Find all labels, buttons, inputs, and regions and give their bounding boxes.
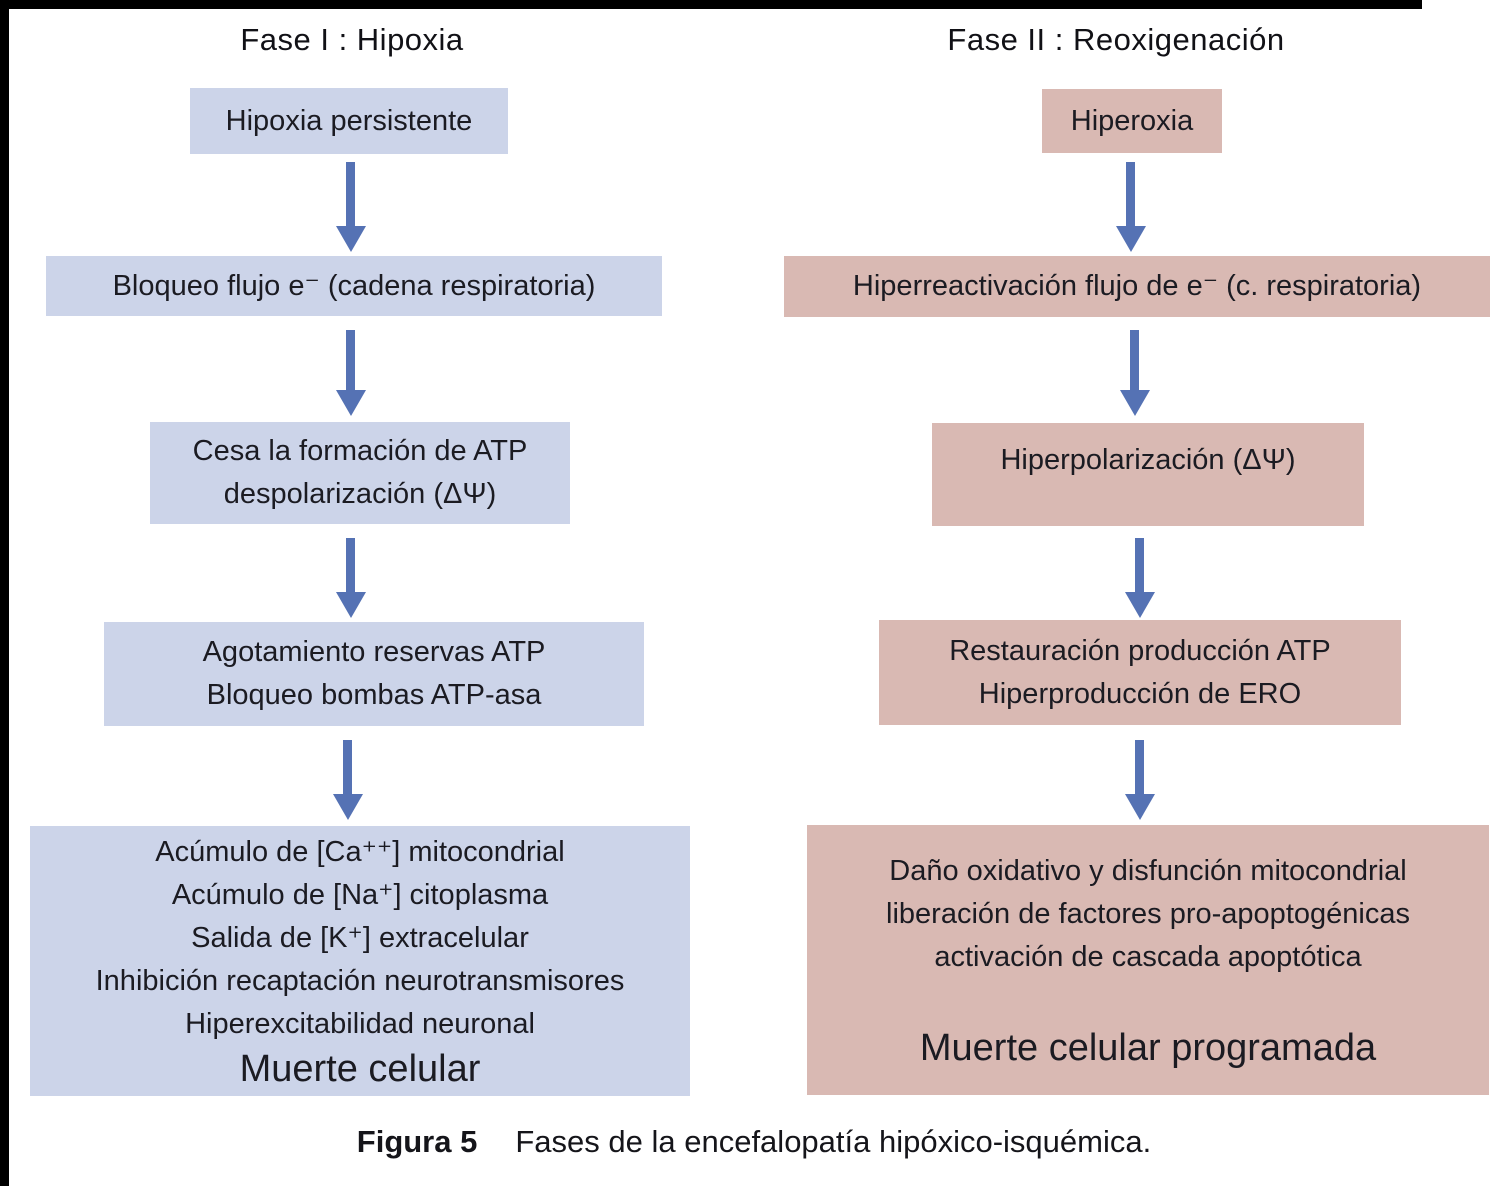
box-text-line: Hiperproducción de ERO xyxy=(978,677,1302,710)
box-text-line: Bloqueo bombas ATP-asa xyxy=(206,679,542,711)
flow-box-restauracion-atp: Restauración producción ATP Hiperproducc… xyxy=(879,620,1401,725)
box-text-line: Agotamiento reservas ATP xyxy=(202,636,546,668)
down-arrow xyxy=(343,740,352,794)
flow-box-hiperoxia: Hiperoxia xyxy=(1042,89,1222,153)
down-arrow xyxy=(1126,162,1135,226)
down-arrow xyxy=(346,538,355,592)
down-arrow xyxy=(1130,330,1139,390)
figure-border-left xyxy=(0,0,9,1186)
box-text-line: Inhibición recaptación neurotransmisores xyxy=(95,964,625,997)
box-text-line: Daño oxidativo y disfunción mitocondrial xyxy=(889,854,1407,887)
box-text-line: Hiperpolarización (ΔΨ) xyxy=(1000,444,1296,476)
flow-box-muerte-celular: Acúmulo de [Ca⁺⁺] mitocondrial Acúmulo d… xyxy=(30,826,690,1096)
figure-caption: Figura 5 Fases de la encefalopatía hipóx… xyxy=(0,1124,1508,1160)
flow-box-agotamiento-reservas: Agotamiento reservas ATP Bloqueo bombas … xyxy=(104,622,644,726)
flow-box-hiperpolarizacion: Hiperpolarización (ΔΨ) xyxy=(932,423,1364,526)
phase2-title: Fase II : Reoxigenación xyxy=(947,22,1285,57)
down-arrow xyxy=(1135,740,1144,794)
box-text-line: Cesa la formación de ATP xyxy=(192,435,528,467)
box-text-line: activación de cascada apoptótica xyxy=(934,940,1362,973)
down-arrow xyxy=(346,330,355,390)
flow-box-cesa-formacion-atp: Cesa la formación de ATP despolarización… xyxy=(150,422,570,524)
box-text-line: Salida de [K⁺] extracelular xyxy=(191,921,529,954)
box-text-line: liberación de factores pro-apoptogénicas xyxy=(886,897,1410,930)
box-final-line: Muerte celular programada xyxy=(919,1026,1377,1069)
box-text-line: Acúmulo de [Na⁺] citoplasma xyxy=(171,878,549,911)
box-text-line: despolarización (ΔΨ) xyxy=(223,478,497,510)
figure-border-top xyxy=(0,0,1422,9)
box-text-line: Hiperoxia xyxy=(1070,104,1194,137)
box-text-line: Restauración producción ATP xyxy=(949,634,1331,667)
flow-box-bloqueo-flujo: Bloqueo flujo e⁻ (cadena respiratoria) xyxy=(46,256,662,316)
phase1-title: Fase I : Hipoxia xyxy=(240,22,464,57)
box-text-line: Hipoxia persistente xyxy=(225,104,473,137)
figure-caption-text: Fases de la encefalopatía hipóxico-isqué… xyxy=(515,1124,1152,1159)
flow-box-hiperreactivacion: Hiperreactivación flujo de e⁻ (c. respir… xyxy=(784,256,1490,317)
box-text-line: Bloqueo flujo e⁻ (cadena respiratoria) xyxy=(112,269,596,302)
box-text-line: Hiperexcitabilidad neuronal xyxy=(185,1007,535,1040)
down-arrow xyxy=(1135,538,1144,592)
figure-caption-label: Figura 5 xyxy=(356,1124,478,1159)
box-final-line: Muerte celular xyxy=(239,1047,481,1090)
flow-box-muerte-celular-programada: Daño oxidativo y disfunción mitocondrial… xyxy=(807,825,1489,1095)
box-text-line: Acúmulo de [Ca⁺⁺] mitocondrial xyxy=(155,835,565,868)
box-text-line: Hiperreactivación flujo de e⁻ (c. respir… xyxy=(852,270,1422,302)
down-arrow xyxy=(346,162,355,226)
flow-box-hipoxia-persistente: Hipoxia persistente xyxy=(190,88,508,154)
